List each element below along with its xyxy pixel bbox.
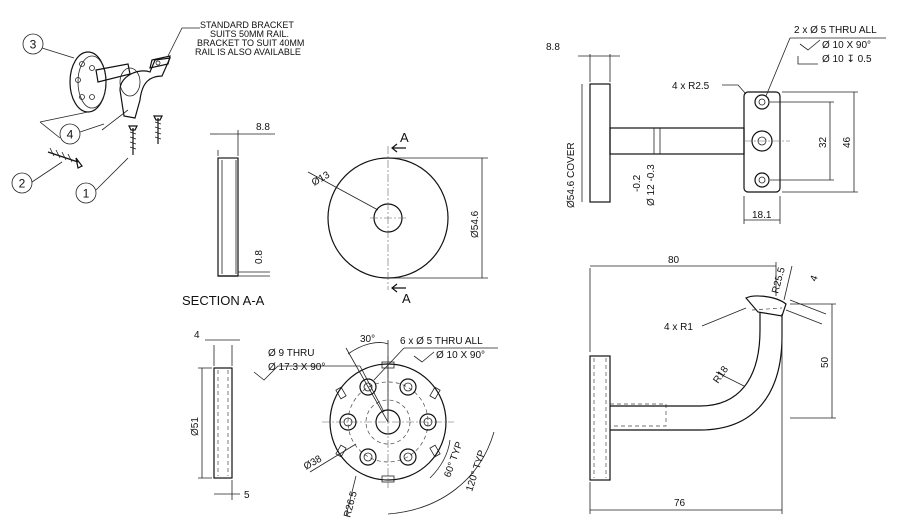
side-rod bbox=[609, 127, 745, 155]
cover-front-view: A A Ø13 Ø54.6 bbox=[307, 130, 488, 306]
side-holes-note-2: Ø 10 X 90° bbox=[822, 40, 871, 51]
base-center-hole-note-1: Ø 9 THRU bbox=[268, 348, 315, 359]
bent-a4-dim: 4 bbox=[808, 274, 820, 283]
base-holes-note-1: 6 x Ø 5 THRU ALL bbox=[400, 336, 483, 347]
bent-stud bbox=[610, 403, 667, 427]
screw-1 bbox=[128, 125, 138, 155]
base-center-hole-note-2: Ø 17.3 X 90° bbox=[268, 362, 325, 373]
side-height-dim: 46 bbox=[842, 136, 853, 148]
side-holes-note-3: Ø 10 ↧ 0.5 bbox=[822, 54, 872, 65]
section-arrow-bottom: A bbox=[402, 291, 411, 306]
side-holes-note-1: 2 x Ø 5 THRU ALL bbox=[794, 25, 877, 36]
base-angle-30: 30° bbox=[360, 334, 375, 345]
cover-section-body bbox=[217, 157, 239, 277]
base-bottom-dim: 5 bbox=[244, 490, 250, 501]
side-pitch-dim: 32 bbox=[818, 136, 829, 148]
svg-text:2: 2 bbox=[19, 177, 26, 191]
bracket-plate bbox=[149, 55, 171, 69]
rosette-inner bbox=[77, 55, 107, 109]
bracket-note-line-3: BRACKET TO SUIT 40MM bbox=[197, 38, 304, 48]
section-arrow-top: A bbox=[400, 130, 409, 145]
cover-hole-dim: Ø13 bbox=[310, 169, 332, 188]
balloon-4: 4 bbox=[59, 123, 105, 145]
base-thickness-dim: 4 bbox=[194, 330, 200, 341]
side-width-dim: 18.1 bbox=[752, 210, 772, 221]
balloon-1: 1 bbox=[75, 157, 129, 204]
svg-text:4: 4 bbox=[67, 128, 74, 142]
cover-outer-dim: Ø54.6 bbox=[470, 210, 481, 238]
side-corner-dim: 4 x R2.5 bbox=[672, 81, 710, 92]
base-front-view: 30° Ø 9 THRU Ø 17.3 X 90° 6 x Ø 5 THRU A… bbox=[253, 334, 498, 519]
section-label: SECTION A-A bbox=[182, 293, 265, 308]
base-side-body bbox=[213, 367, 233, 479]
bracket-note-line-2: SUITS 50MM RAIL. bbox=[210, 29, 289, 39]
bent-corner-dim: 4 x R1 bbox=[664, 322, 693, 333]
bent-length-top: 80 bbox=[668, 255, 680, 266]
balloon-3: 3 bbox=[22, 33, 75, 59]
base-radius-dim: R26.5 bbox=[342, 490, 360, 519]
screw-extra bbox=[153, 115, 163, 144]
side-thickness-dim: 8.8 bbox=[546, 42, 560, 53]
cover-thickness-dim: 8.8 bbox=[256, 122, 270, 133]
bracket-arm bbox=[119, 57, 171, 119]
isometric-exploded-view: 3 4 2 1 STANDARD BRACKET SUITS 50MM RAIL… bbox=[11, 20, 304, 204]
side-plate bbox=[743, 91, 781, 193]
bent-arm-outer bbox=[610, 312, 761, 407]
bracket-note-line-1: STANDARD BRACKET bbox=[200, 20, 294, 30]
bent-length-bottom: 76 bbox=[674, 498, 686, 509]
base-side-view: 4 Ø51 5 bbox=[190, 330, 250, 501]
cover-recess-dim: 0.8 bbox=[254, 250, 265, 264]
cover-section-view: 8.8 0.8 SECTION A-A bbox=[182, 122, 275, 308]
side-cover bbox=[589, 83, 611, 203]
bent-arm-inner bbox=[610, 314, 783, 431]
base-holes-note-2: Ø 10 X 90° bbox=[436, 350, 485, 361]
bent-cover bbox=[589, 355, 611, 481]
bracket-bent-view: 80 R25.5 4 4 x R1 R18 50 76 bbox=[589, 255, 836, 514]
bent-r25-dim: R25.5 bbox=[770, 266, 788, 295]
side-cover-dim: Ø54.6 COVER bbox=[566, 142, 577, 208]
base-mounting-holes bbox=[339, 378, 437, 466]
bracket-note-line-4: RAIL IS ALSO AVAILABLE bbox=[195, 47, 301, 57]
side-tolerance-1: -0.2 bbox=[632, 174, 643, 192]
bracket-side-view: 8.8 Ø54.6 COVER -0.2 Ø 12 -0.3 4 x R2.5 … bbox=[546, 25, 886, 224]
base-dia-dim: Ø51 bbox=[190, 417, 201, 436]
base-angle-60: 60° TYP bbox=[442, 440, 465, 479]
side-tolerance-2: Ø 12 -0.3 bbox=[646, 164, 657, 206]
svg-text:3: 3 bbox=[30, 38, 37, 52]
svg-text:1: 1 bbox=[83, 187, 90, 201]
base-angle-120: 120° TYP bbox=[464, 449, 488, 493]
bent-r18-dim: R18 bbox=[711, 364, 731, 386]
bent-height-dim: 50 bbox=[820, 356, 831, 368]
balloon-2: 2 bbox=[11, 161, 63, 194]
bent-plate bbox=[745, 295, 787, 317]
screw-2 bbox=[47, 147, 83, 169]
